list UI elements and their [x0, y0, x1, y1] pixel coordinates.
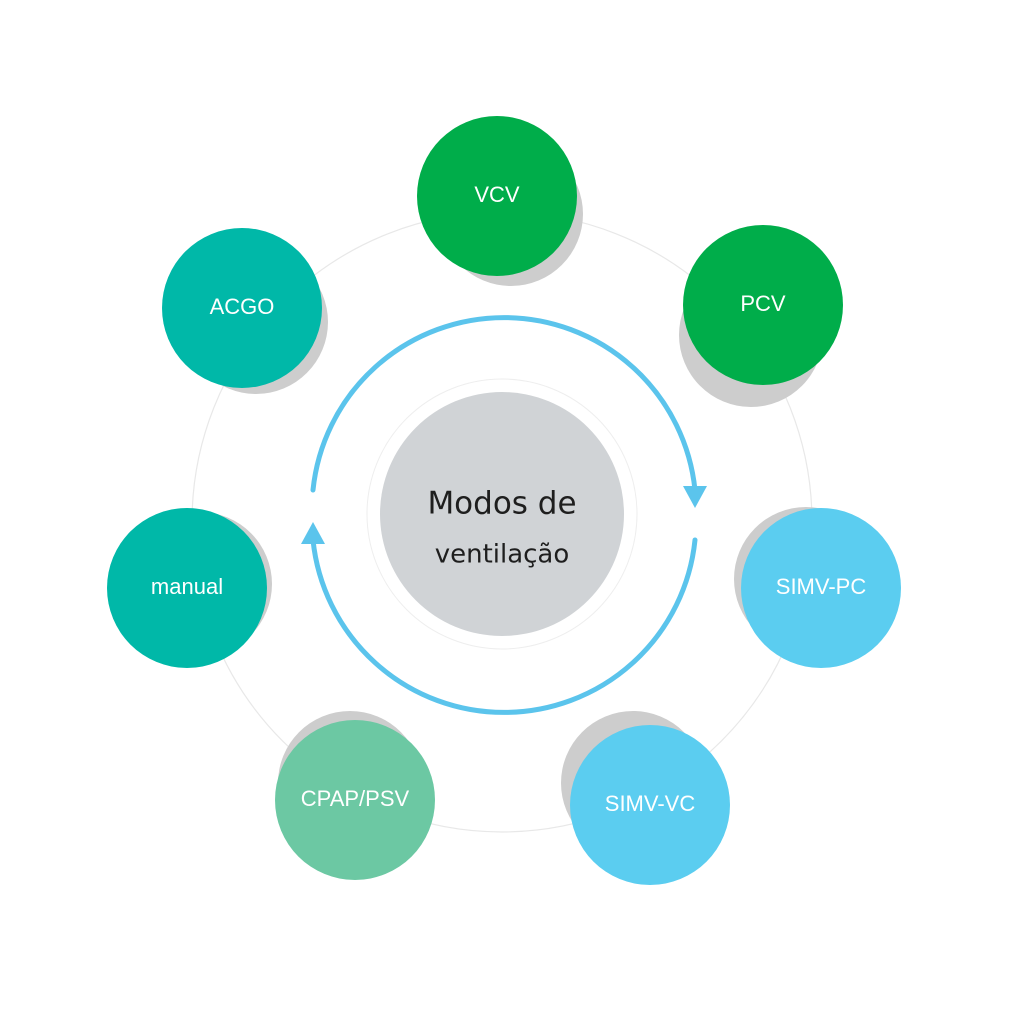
mode-node-simv-vc: SIMV-VC	[561, 711, 730, 885]
mode-node-circle	[417, 116, 577, 276]
mode-node-label: PCV	[740, 291, 786, 316]
mode-node-circle	[741, 508, 901, 668]
mode-node-simv-pc: SIMV-PC	[734, 507, 901, 668]
mode-node-acgo: ACGO	[162, 228, 328, 394]
center-ring	[366, 378, 638, 650]
center-circle	[380, 392, 624, 636]
mode-node-vcv: VCV	[417, 116, 583, 286]
cycle-arrow-lower	[310, 537, 698, 715]
center-hub: Modos de ventilação	[366, 378, 638, 650]
mode-node-manual: manual	[107, 508, 272, 668]
mode-node-label: SIMV-VC	[605, 791, 696, 816]
mode-node-label: SIMV-PC	[776, 574, 867, 599]
cycle-arrow-upper	[310, 315, 698, 493]
cycle-arrowhead-left	[301, 522, 325, 544]
mode-node-label: CPAP/PSV	[301, 786, 410, 811]
mode-node-circle	[683, 225, 843, 385]
mode-node-cpap-psv: CPAP/PSV	[275, 711, 435, 880]
cycle-arrows	[301, 315, 707, 715]
mode-node-label: manual	[151, 574, 223, 599]
mode-node-label: ACGO	[210, 294, 275, 319]
mode-node-circle	[275, 720, 435, 880]
mode-node-pcv: PCV	[679, 225, 843, 407]
cycle-arrowhead-right	[683, 486, 707, 508]
mode-node-circle	[162, 228, 322, 388]
mode-node-circle	[570, 725, 730, 885]
mode-node-label: VCV	[474, 182, 520, 207]
mode-node-circle	[107, 508, 267, 668]
center-title-line2: ventilação	[435, 540, 570, 570]
center-title-line1: Modos de	[427, 486, 576, 522]
